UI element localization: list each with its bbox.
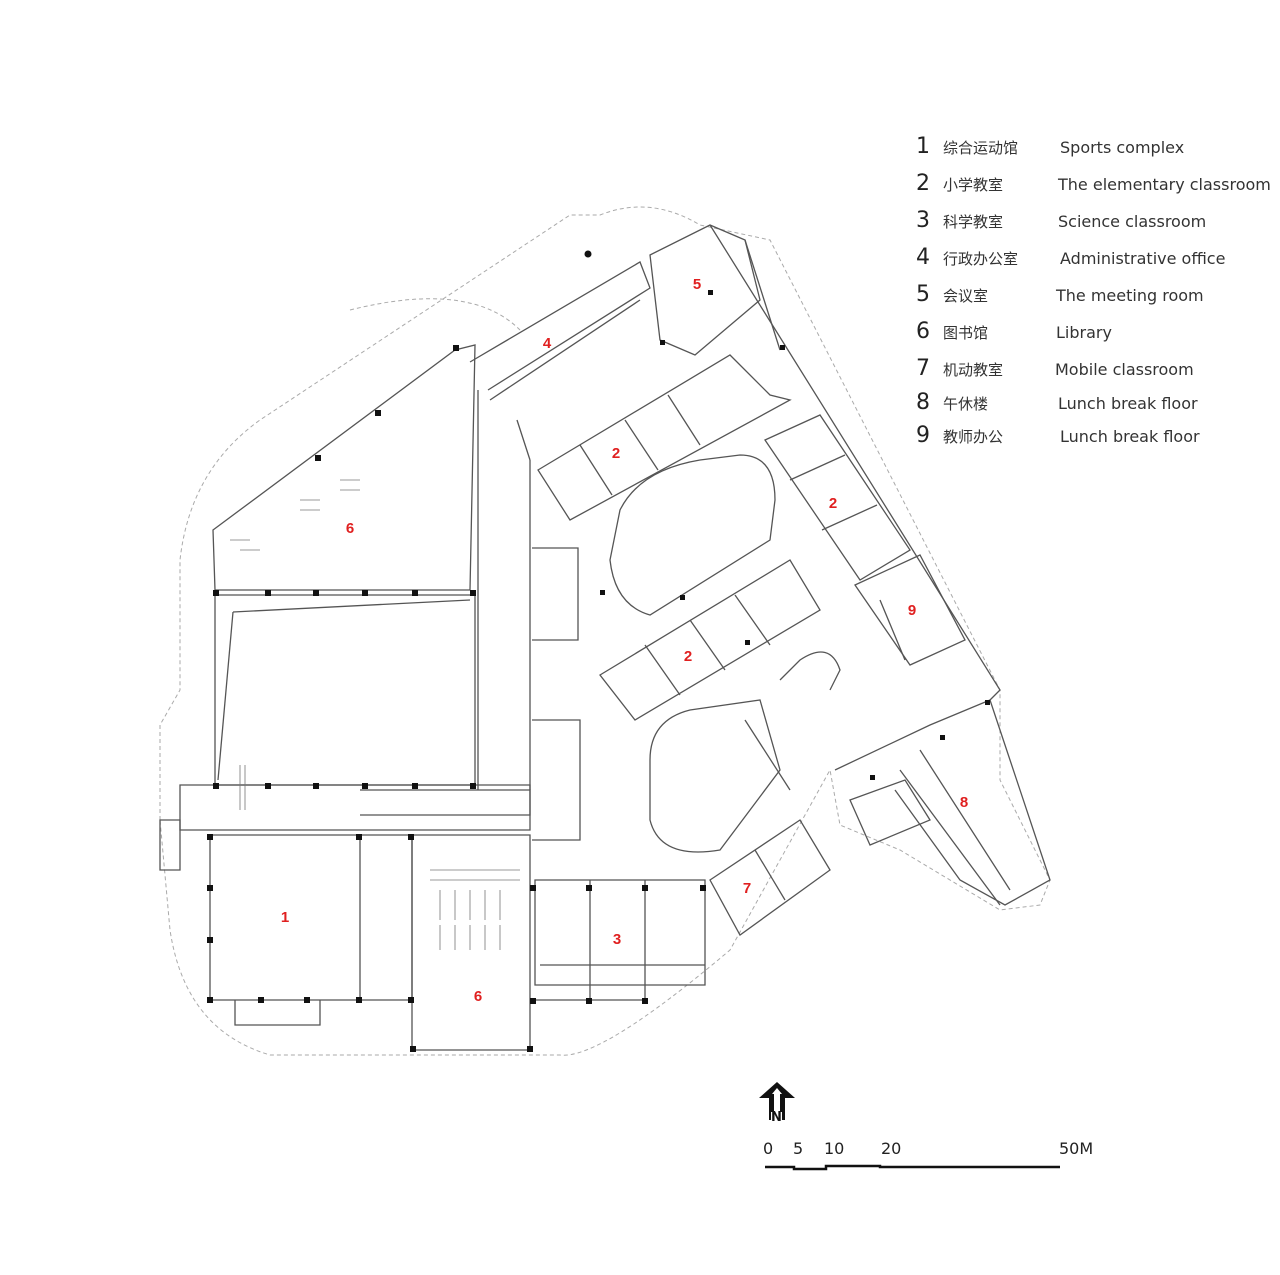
legend-number: 6 <box>916 319 930 344</box>
legend-english-label: Mobile classroom <box>1055 360 1194 379</box>
legend-english-label: The elementary classroom <box>1058 175 1271 194</box>
room-label-lunch-break-floor: 8 <box>959 794 969 811</box>
room-label-mobile-classroom: 7 <box>742 880 752 897</box>
columns <box>207 250 990 1052</box>
scale-tick-10: 10 <box>824 1139 845 1158</box>
room-label-library-north: 6 <box>345 520 355 537</box>
legend-number: 8 <box>916 390 930 415</box>
legend-english-label: Library <box>1056 323 1112 342</box>
room-label-teacher-office: 9 <box>907 602 917 619</box>
legend-english-label: Lunch break floor <box>1058 394 1198 413</box>
legend-english-label: Science classroom <box>1058 212 1207 231</box>
legend-number: 1 <box>916 134 930 159</box>
legend-english-label: Sports complex <box>1060 138 1185 157</box>
legend-chinese-label: 午休楼 <box>943 395 989 413</box>
site-boundary <box>159 206 1051 1056</box>
legend-chinese-label: 机动教室 <box>943 361 1004 379</box>
north-arrow: N <box>757 1080 797 1130</box>
room-label-sports-complex: 1 <box>280 909 290 926</box>
scale-tick-50m: 50M <box>1059 1139 1094 1158</box>
legend-number: 9 <box>916 423 930 448</box>
legend-chinese-label: 教师办公 <box>943 428 1004 446</box>
north-label: N <box>771 1110 782 1125</box>
legend-english-label: The meeting room <box>1056 286 1204 305</box>
legend-chinese-label: 小学教室 <box>943 176 1004 194</box>
room-label-classroom-east: 2 <box>828 495 838 512</box>
room-label-science-classroom: 3 <box>612 931 622 948</box>
legend-chinese-label: 会议室 <box>943 287 989 305</box>
scale-tick-20: 20 <box>881 1139 902 1158</box>
scale-bar <box>765 1164 1060 1171</box>
legend-chinese-label: 科学教室 <box>943 213 1004 231</box>
legend-number: 4 <box>916 245 930 270</box>
legend-chinese-label: 行政办公室 <box>943 250 1019 268</box>
legend-chinese-label: 图书馆 <box>943 324 989 342</box>
furniture <box>230 479 520 950</box>
legend-chinese-label: 综合运动馆 <box>943 139 1019 157</box>
room-label-meeting-room: 5 <box>692 276 702 293</box>
room-label-administrative-office: 4 <box>542 335 552 352</box>
room-label-classroom-south: 2 <box>683 648 693 665</box>
legend-english-label: Administrative office <box>1060 249 1226 268</box>
scale-tick-0: 0 <box>763 1139 774 1158</box>
legend-number: 5 <box>916 282 930 307</box>
north-arrow-icon <box>759 1082 795 1120</box>
room-label-classroom-north: 2 <box>611 445 621 462</box>
legend-number: 7 <box>916 356 930 381</box>
room-label-library-south: 6 <box>473 988 483 1005</box>
legend-number: 2 <box>916 171 930 196</box>
legend-english-label: Lunch break floor <box>1060 427 1200 446</box>
scale-tick-5: 5 <box>793 1139 804 1158</box>
walls <box>159 224 1051 1051</box>
legend-number: 3 <box>916 208 930 233</box>
